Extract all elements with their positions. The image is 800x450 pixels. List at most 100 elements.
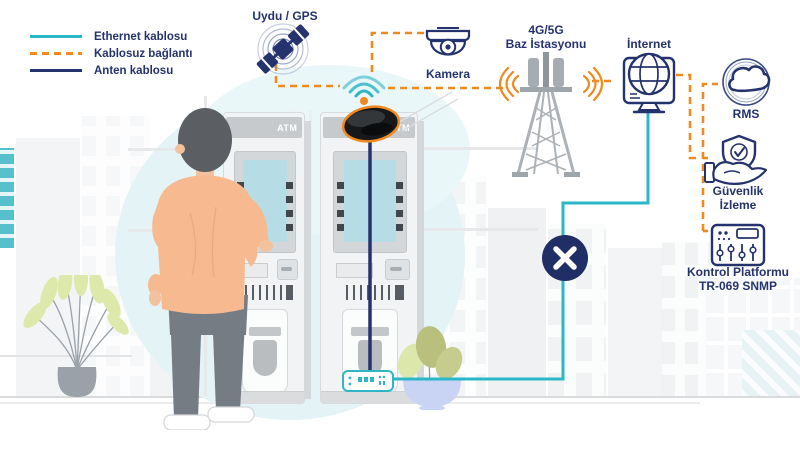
wireless-links <box>274 31 718 233</box>
rms-cloud-icon <box>722 58 771 106</box>
atm-dispenser-bar <box>248 327 282 336</box>
atm-dispenser <box>241 309 289 395</box>
atm-card-slot <box>385 259 411 280</box>
atm-card-slot <box>277 259 299 280</box>
legend-label: Anten kablosu <box>94 64 174 77</box>
person-left-leg <box>170 305 202 419</box>
shelf-line <box>0 355 132 357</box>
building <box>488 208 546 397</box>
person-left-hand <box>149 290 161 306</box>
ethernet-line-swatch <box>30 35 82 38</box>
camera-body <box>425 27 471 56</box>
satellite-icon <box>256 23 310 75</box>
base-station-label-line1: 4G/5G <box>528 23 564 37</box>
wifi-router <box>341 75 401 143</box>
person-right-hand <box>259 240 273 252</box>
building <box>0 148 14 248</box>
holding-hand <box>704 160 768 185</box>
legend-item-antenna: Anten kablosu <box>30 62 192 79</box>
tower-antennas <box>520 52 572 92</box>
reflection-lines <box>395 91 459 132</box>
atm-side-buttons <box>396 182 404 238</box>
atm-keypad <box>345 285 391 300</box>
plant-leaves <box>23 275 129 335</box>
tower-lattice <box>516 91 576 175</box>
switch-ports <box>348 375 386 386</box>
ethernet-cable-internet-to-switch <box>393 112 650 381</box>
wireless-link-satellite-router <box>274 64 340 88</box>
person-ear <box>175 144 185 154</box>
atm-dispenser-handle <box>252 340 277 376</box>
building <box>742 330 800 397</box>
wireless-link-branch-rms <box>701 82 718 231</box>
building <box>608 248 662 397</box>
tower-base <box>512 172 580 177</box>
camera-label: Kamera <box>425 67 471 81</box>
wifi-signal-icon <box>342 75 386 98</box>
security-monitoring-label: Güvenlik İzleme <box>712 184 764 212</box>
legend-item-ethernet: Ethernet kablosu <box>30 28 192 45</box>
signal-arcs <box>498 66 604 102</box>
control-label-line1: Kontrol Platformu <box>687 265 789 279</box>
control-platform-icon <box>710 223 766 267</box>
atm-side-buttons <box>336 182 344 238</box>
x-icon <box>553 246 577 270</box>
atm-header: ATM <box>225 117 303 138</box>
plant-right <box>397 326 463 410</box>
plant-pot <box>57 367 97 397</box>
base-station-label: 4G/5G Baz İstasyonu <box>505 23 587 51</box>
legend-label: Ethernet kablosu <box>94 30 188 43</box>
camera-icon <box>425 27 471 56</box>
person-left-shoe <box>163 414 211 430</box>
legend-item-wireless: Kablosuz bağlantı <box>30 45 192 62</box>
atm-label: ATM <box>389 122 411 133</box>
plant-bowl-base <box>419 405 445 410</box>
security-label-line2: İzleme <box>719 197 757 212</box>
person-head <box>178 108 232 172</box>
internet-label: İnternet <box>626 37 672 51</box>
legend: Ethernet kablosu Kablosuz bağlantı Anten… <box>30 28 192 79</box>
jacket-crease-lines <box>189 206 217 278</box>
atm-base <box>224 391 304 403</box>
control-label-line2: TR-069 SNMP <box>698 278 778 293</box>
rms-label: RMS <box>732 107 760 121</box>
window-frame <box>416 228 538 231</box>
atm-keypad <box>244 285 282 300</box>
person-jacket <box>152 175 258 314</box>
internet-globe <box>627 52 671 96</box>
alert-x-badge <box>542 235 588 281</box>
plant-leaves <box>397 326 463 386</box>
mixer-display <box>736 228 759 239</box>
atm-keypad-key <box>394 285 404 300</box>
mixer-indicators <box>717 231 731 241</box>
router-device <box>341 105 401 143</box>
cloud-shape <box>728 65 771 93</box>
atm-label: ATM <box>277 122 298 133</box>
legend-label: Kablosuz bağlantı <box>94 47 193 60</box>
plant-bowl <box>403 380 461 407</box>
window-frame <box>416 147 538 150</box>
security-label-line1: Güvenlik <box>712 184 764 198</box>
building <box>662 242 710 397</box>
person-at-atm <box>148 108 273 430</box>
base-station-label-line2: Baz İstasyonu <box>505 36 587 51</box>
plant-left <box>23 275 129 397</box>
satellite-label: Uydu / GPS <box>252 9 318 23</box>
base-station-signal-icon <box>498 66 604 102</box>
internet-icon <box>622 52 676 114</box>
atm-receipt-slot <box>336 263 373 278</box>
antenna-line-swatch <box>30 69 82 72</box>
wireless-link-camera-router <box>370 31 424 74</box>
wireless-line-swatch <box>30 52 82 55</box>
satellite-body <box>256 24 310 74</box>
person-left-cuff <box>148 274 164 296</box>
atm-side-buttons <box>285 182 293 238</box>
atm-keypad-key <box>285 285 293 300</box>
base-station-icon <box>512 52 580 177</box>
wireless-link-internet-branch <box>676 73 701 160</box>
person-right-shoe <box>207 406 255 423</box>
mixer-sliders <box>716 244 757 261</box>
person-right-leg <box>212 305 246 411</box>
